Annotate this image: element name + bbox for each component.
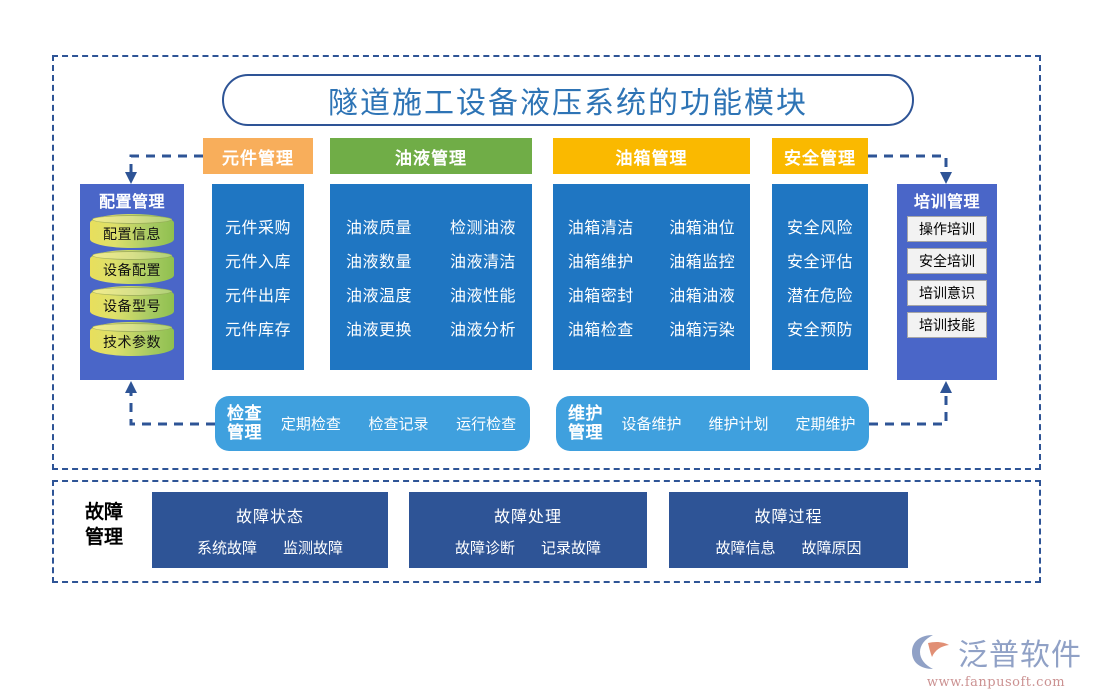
bar-inspection-management: 检查 管理 定期检查 检查记录 运行检查 (215, 396, 530, 451)
fault-label-line1: 故障 (84, 501, 123, 523)
panel-item[interactable]: 油液清洁 (449, 252, 516, 271)
fault-item[interactable]: 监测故障 (283, 538, 344, 557)
bar-maintenance-title: 维护 管理 (568, 403, 608, 443)
panel-item[interactable]: 油液性能 (449, 286, 516, 305)
fanpusoft-logo-icon (912, 635, 949, 669)
bar-inspection-title: 检查 管理 (227, 403, 267, 443)
panel-item[interactable]: 油箱维护 (567, 252, 634, 271)
bar-maintenance-management: 维护 管理 设备维护 维护计划 定期维护 (556, 396, 869, 451)
panel-item[interactable]: 元件入库 (224, 252, 291, 271)
fault-item[interactable]: 系统故障 (196, 538, 257, 557)
bar-item[interactable]: 运行检查 (456, 415, 517, 433)
config-item: 设备配置 (103, 262, 161, 279)
panel-item[interactable]: 潜在危险 (786, 286, 853, 305)
database-cylinder-icon[interactable]: 配置信息 (90, 214, 174, 248)
watermark-url: www.fanpusoft.com (926, 675, 1066, 690)
category-header-safety[interactable]: 安全管理 (772, 138, 868, 174)
fault-dashed-frame (52, 480, 1041, 583)
database-cylinder-icon[interactable]: 设备配置 (90, 250, 174, 284)
panel-item[interactable]: 油液分析 (449, 320, 516, 339)
main-dashed-frame (52, 55, 1041, 470)
fault-group-title: 故障过程 (754, 506, 823, 526)
bar-item[interactable]: 检查记录 (368, 415, 429, 433)
bar-title-line1: 检查 (227, 403, 262, 424)
panel-item[interactable]: 油液数量 (345, 252, 412, 271)
training-item[interactable]: 操作培训 (907, 216, 987, 242)
panel-item[interactable]: 油箱监控 (669, 252, 736, 271)
config-item: 设备型号 (103, 298, 161, 315)
database-cylinder-icon[interactable]: 设备型号 (90, 286, 174, 320)
panel-item[interactable]: 油液更换 (345, 320, 412, 339)
panel-item[interactable]: 油箱清洁 (567, 218, 634, 237)
fault-item[interactable]: 故障原因 (801, 538, 862, 557)
bar-item[interactable]: 设备维护 (621, 415, 682, 433)
fault-group-title: 故障处理 (493, 506, 562, 526)
panel-item[interactable]: 安全评估 (786, 252, 853, 271)
fault-group-title: 故障状态 (235, 506, 304, 526)
bar-item[interactable]: 定期维护 (795, 415, 856, 433)
watermark-brand: 泛普软件 (958, 638, 1082, 673)
panel-tank: 油箱清洁 油箱油位 油箱维护 油箱监控 油箱密封 油箱油液 油箱检查 油箱污染 (553, 184, 750, 370)
panel-item[interactable]: 油箱油位 (669, 218, 736, 237)
fault-item[interactable]: 记录故障 (541, 538, 602, 557)
panel-item[interactable]: 元件采购 (224, 218, 291, 237)
watermark: 泛普软件 www.fanpusoft.com (910, 630, 1082, 690)
panel-item[interactable]: 安全风险 (786, 218, 853, 237)
panel-item[interactable]: 检测油液 (449, 218, 516, 237)
category-header-parts[interactable]: 元件管理 (203, 138, 313, 174)
fault-group-process: 故障过程 故障信息 故障原因 (669, 492, 908, 568)
category-header-tank[interactable]: 油箱管理 (553, 138, 750, 174)
database-cylinder-icon[interactable]: 技术参数 (90, 322, 174, 356)
panel-item[interactable]: 元件库存 (224, 320, 291, 339)
panel-config-title: 配置管理 (98, 192, 165, 211)
bar-title-line1: 维护 (568, 403, 603, 424)
fault-group-handling: 故障处理 故障诊断 记录故障 (409, 492, 647, 568)
panel-oil: 油液质量 检测油液 油液数量 油液清洁 油液温度 油液性能 油液更换 油液分析 (330, 184, 532, 370)
category-header-oil[interactable]: 油液管理 (330, 138, 532, 174)
panel-item[interactable]: 油液温度 (345, 286, 412, 305)
fault-group-status: 故障状态 系统故障 监测故障 (152, 492, 388, 568)
panel-config: 配置管理 配置信息 设备配置 设备型号 技术参数 (80, 184, 184, 380)
panel-item[interactable]: 油箱密封 (567, 286, 634, 305)
fault-item[interactable]: 故障诊断 (454, 538, 515, 557)
fault-management-label: 故障 管理 (64, 500, 144, 550)
fault-label-line2: 管理 (84, 526, 123, 548)
panel-training: 培训管理 操作培训 安全培训 培训意识 培训技能 (897, 184, 997, 380)
panel-item[interactable]: 油箱油液 (669, 286, 736, 305)
bar-title-line2: 管理 (568, 422, 603, 443)
panel-safety: 安全风险 安全评估 潜在危险 安全预防 (772, 184, 868, 370)
fault-item[interactable]: 故障信息 (715, 538, 776, 557)
panel-parts: 元件采购 元件入库 元件出库 元件库存 (212, 184, 304, 370)
training-item[interactable]: 安全培训 (907, 248, 987, 274)
config-item: 配置信息 (103, 226, 161, 243)
training-item[interactable]: 培训技能 (907, 312, 987, 338)
diagram-title: 隧道施工设备液压系统的功能模块 (328, 86, 808, 121)
panel-item[interactable]: 安全预防 (786, 320, 853, 339)
training-item[interactable]: 培训意识 (907, 280, 987, 306)
panel-training-title: 培训管理 (913, 192, 980, 211)
bar-item[interactable]: 维护计划 (708, 415, 769, 433)
panel-item[interactable]: 元件出库 (224, 286, 291, 305)
panel-item[interactable]: 油箱检查 (567, 320, 634, 339)
config-item: 技术参数 (103, 334, 161, 351)
panel-item[interactable]: 油液质量 (345, 218, 412, 237)
panel-item[interactable]: 油箱污染 (669, 320, 736, 339)
bar-item[interactable]: 定期检查 (280, 415, 341, 433)
diagram-title-box: 隧道施工设备液压系统的功能模块 (222, 74, 914, 126)
bar-title-line2: 管理 (227, 422, 262, 443)
